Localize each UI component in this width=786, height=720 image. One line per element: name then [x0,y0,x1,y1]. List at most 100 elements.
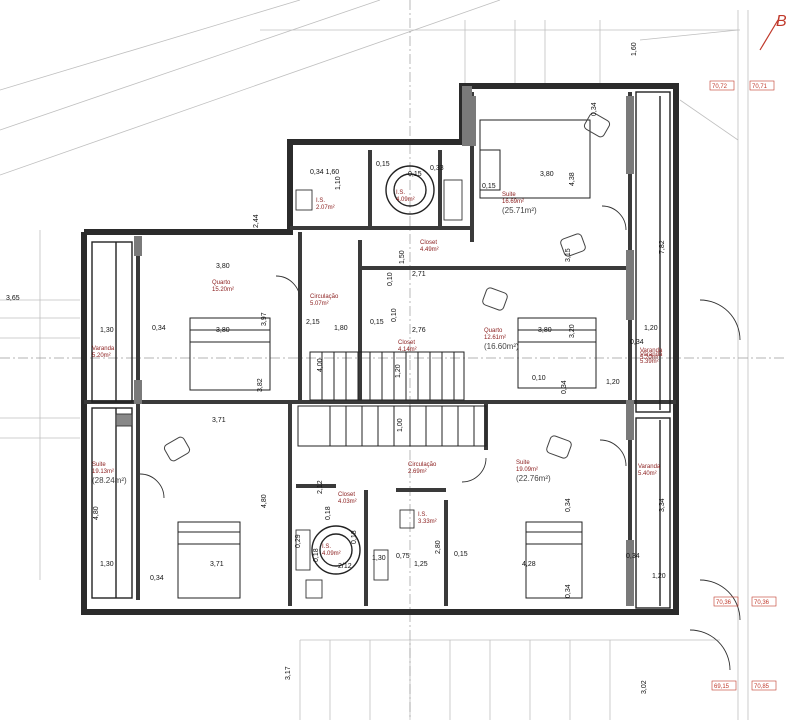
door-swings [139,205,741,671]
dimension-label: 0,29 [295,534,302,548]
dimension-label: 2,15 [306,319,320,326]
dimension-label: 3,71 [210,561,224,568]
dimension-label: 3,71 [212,417,226,424]
room-area: 15.20m² [212,287,234,293]
dimension-label: 0,34 [152,325,166,332]
room-area: 4.09m² [322,551,341,557]
dimension-label: 0,75 [396,553,410,560]
room-labels: Suite16.69m²(25.71m²)I.S.4.09m²I.S.2.07m… [92,190,663,557]
dimension-label: 2,76 [412,327,426,334]
dimension-label: 4,00 [317,358,324,372]
level-mark-box [713,596,739,607]
room-name: I.S. [316,198,325,204]
dimension-label: 0,34 [565,584,572,598]
room-area: 4.09m² [396,197,415,203]
room-area: 2.07m² [316,205,335,211]
dimension-label: 2,80 [435,540,442,554]
beds [177,119,597,599]
dimension-label: 0,15 [376,161,390,168]
room-area: 5.20m² [640,355,659,361]
room-name: Varanda [640,348,663,354]
dimension-label: 3,34 [659,498,666,512]
room-total-area: (25.71m²) [502,206,537,215]
staircase [297,351,487,447]
level-mark-box [749,80,775,91]
dimension-label: 3,82 [257,378,264,392]
room-name: Varanda [92,346,115,352]
balconies [91,91,671,609]
dimension-label: 1,20 [395,364,402,378]
dimension-label: 1,20 [644,325,658,332]
dimension-label: 0,18 [351,530,358,544]
room-area: 2.69m² [408,469,427,475]
room-name: Circulação [310,294,339,300]
dimension-label: 0,15 [370,319,384,326]
room-area: 4.14m² [398,347,417,353]
dimension-label: 1,20 [606,379,620,386]
north-label: B [776,13,786,30]
bath-fixtures [115,179,463,599]
dimension-label: 0,18 [325,506,332,520]
room-name: Quarto [212,280,231,286]
room-total-area: (28.24m²) [92,476,127,485]
room-name: I.S. [396,190,405,196]
dimension-label: 1,25 [414,561,428,568]
level-mark-box [751,680,777,691]
room-area: 16.69m² [502,199,524,205]
dimension-label: 1,20 [652,573,666,580]
dimension-label: 0,34 [626,553,640,560]
dimension-label: 2,44 [253,214,260,228]
dimension-label: 1,60 [631,42,638,56]
dimension-label: 3,65 [6,295,20,302]
dimension-label: 3,15 [565,248,572,262]
dimension-label: 3,02 [641,680,648,694]
dimension-label: 1,80 [334,325,348,332]
room-area: 4.03m² [338,499,357,505]
dimension-label: 3,20 [569,324,576,338]
room-name: Quarto [484,328,503,334]
dimension-label: 1,30 [372,555,386,562]
level-mark-box [711,680,737,691]
dimension-label: 1,10 [335,176,342,190]
room-name: Closet [338,492,355,498]
dimension-label: 0,34 [591,102,598,116]
dimension-label: 0,10 [387,272,394,286]
dimension-label: 0,10 [391,308,398,322]
room-area: 5.20m² [92,353,111,359]
level-mark-box [751,596,777,607]
dimension-label: 3,80 [538,327,552,334]
room-area: 5.07m² [310,301,329,307]
dimension-label: 0,10 [532,375,546,382]
room-name: Circulação [408,462,437,468]
dimension-label: 4,28 [522,561,536,568]
dimension-label: 3,97 [261,312,268,326]
dimension-label: 4,38 [569,172,576,186]
room-area: 3.33m² [418,519,437,525]
dimension-label: 4,80 [93,506,100,520]
room-area: 19.09m² [516,467,538,473]
dimension-label: 1,30 [100,561,114,568]
dimension-label: 3,80 [540,171,554,178]
room-area: 4.49m² [420,247,439,253]
level-mark: 70,36 [754,600,770,606]
room-area: 12.61m² [484,335,506,341]
room-name: I.S. [418,512,427,518]
armchairs [163,112,611,462]
dimension-label: 3,80 [216,263,230,270]
level-mark: 69,15 [714,684,730,690]
room-area: 5.39m² [640,359,659,365]
dimension-label: 0,18 [313,548,320,562]
dimension-label: 0,15 [482,183,496,190]
dimension-label: 2,12 [317,480,324,494]
round-elements [311,165,435,575]
room-name: Suite [92,462,106,468]
dimension-label: 1,00 [397,418,404,432]
room-name: Varanda [640,352,663,358]
room-name: I.S. [322,544,331,550]
dimension-label: 0,34 [150,575,164,582]
interior-walls [84,92,676,606]
room-total-area: (16.60m²) [484,342,519,351]
